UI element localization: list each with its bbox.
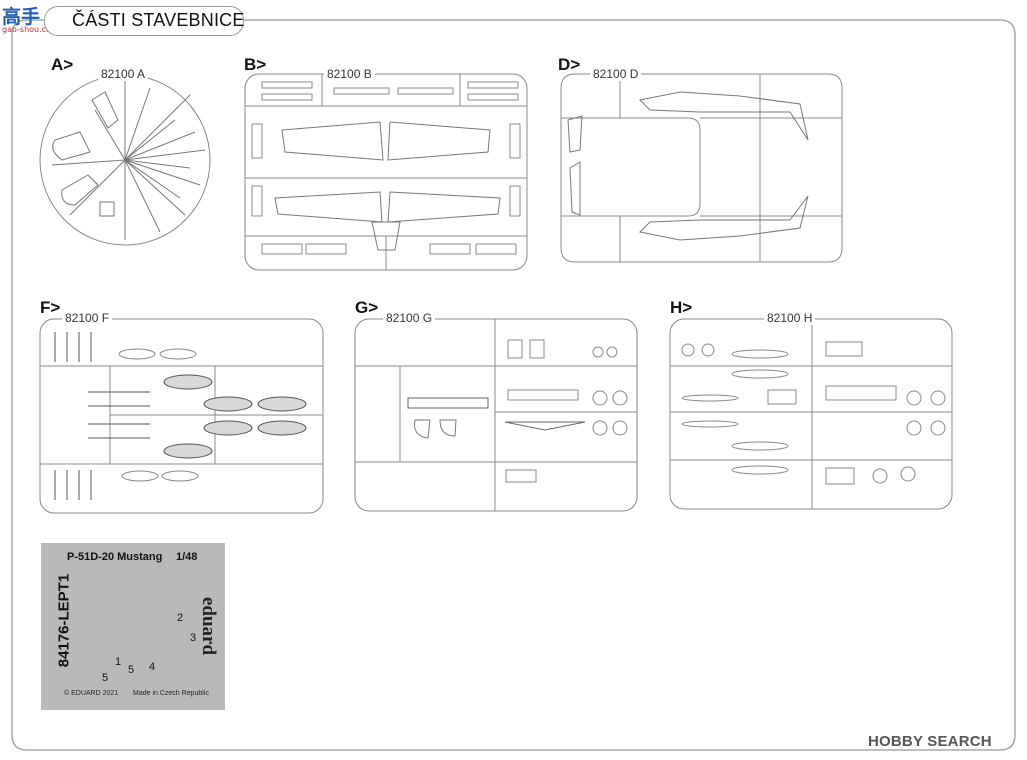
- sprue-g-label: G>: [355, 298, 379, 317]
- sprue-a-label: A>: [51, 55, 74, 74]
- photoetch-number: 2: [177, 612, 184, 624]
- sprue-d-code: 82100 D: [590, 68, 642, 81]
- site-logo: 高手: [2, 6, 41, 28]
- sprue-h-drawing: [669, 318, 953, 510]
- photoetch-number: 5: [128, 664, 135, 676]
- page-frame: [11, 19, 1016, 751]
- sprue-f-drawing: [39, 318, 324, 514]
- header-pill: [44, 6, 244, 36]
- sprue-a-drawing: [39, 74, 211, 246]
- photoetch-made-in: Made in Czech Republic: [133, 690, 209, 697]
- photoetch-number: 4: [149, 661, 156, 673]
- sprue-f-code: 82100 F: [62, 312, 113, 325]
- sprue-h-label: H>: [670, 298, 693, 317]
- watermark: HOBBY SEARCH: [868, 733, 992, 750]
- sprue-g-drawing: [354, 318, 638, 512]
- page-title: ČÁSTI STAVEBNICE: [72, 10, 245, 30]
- sprue-b-label: B>: [244, 55, 267, 74]
- photoetch-brand: eduard: [198, 596, 219, 656]
- photoetch-scale: 1/48: [176, 551, 198, 563]
- photoetch-number: 5: [102, 672, 109, 684]
- photoetch-number: 1: [115, 656, 122, 668]
- sprue-h-code: 82100 H: [764, 312, 816, 325]
- photoetch-card: [41, 543, 225, 710]
- sprue-b-code: 82100 B: [324, 68, 375, 81]
- photoetch-title: P-51D-20 Mustang: [67, 551, 163, 563]
- sprue-g-code: 82100 G: [383, 312, 436, 325]
- photoetch-number: 3: [190, 632, 197, 644]
- sprue-a-code: 82100 A: [98, 68, 149, 81]
- site-logo-url: gao-shou.com: [2, 25, 59, 34]
- sprue-b-drawing: [244, 73, 528, 271]
- sprue-f-label: F>: [40, 298, 61, 317]
- photoetch-copyright: © EDUARD 2021: [64, 690, 119, 697]
- sprue-d-label: D>: [558, 55, 581, 74]
- photoetch-code: 84176-LEPT1: [55, 573, 73, 668]
- sprue-d-drawing: [560, 73, 843, 263]
